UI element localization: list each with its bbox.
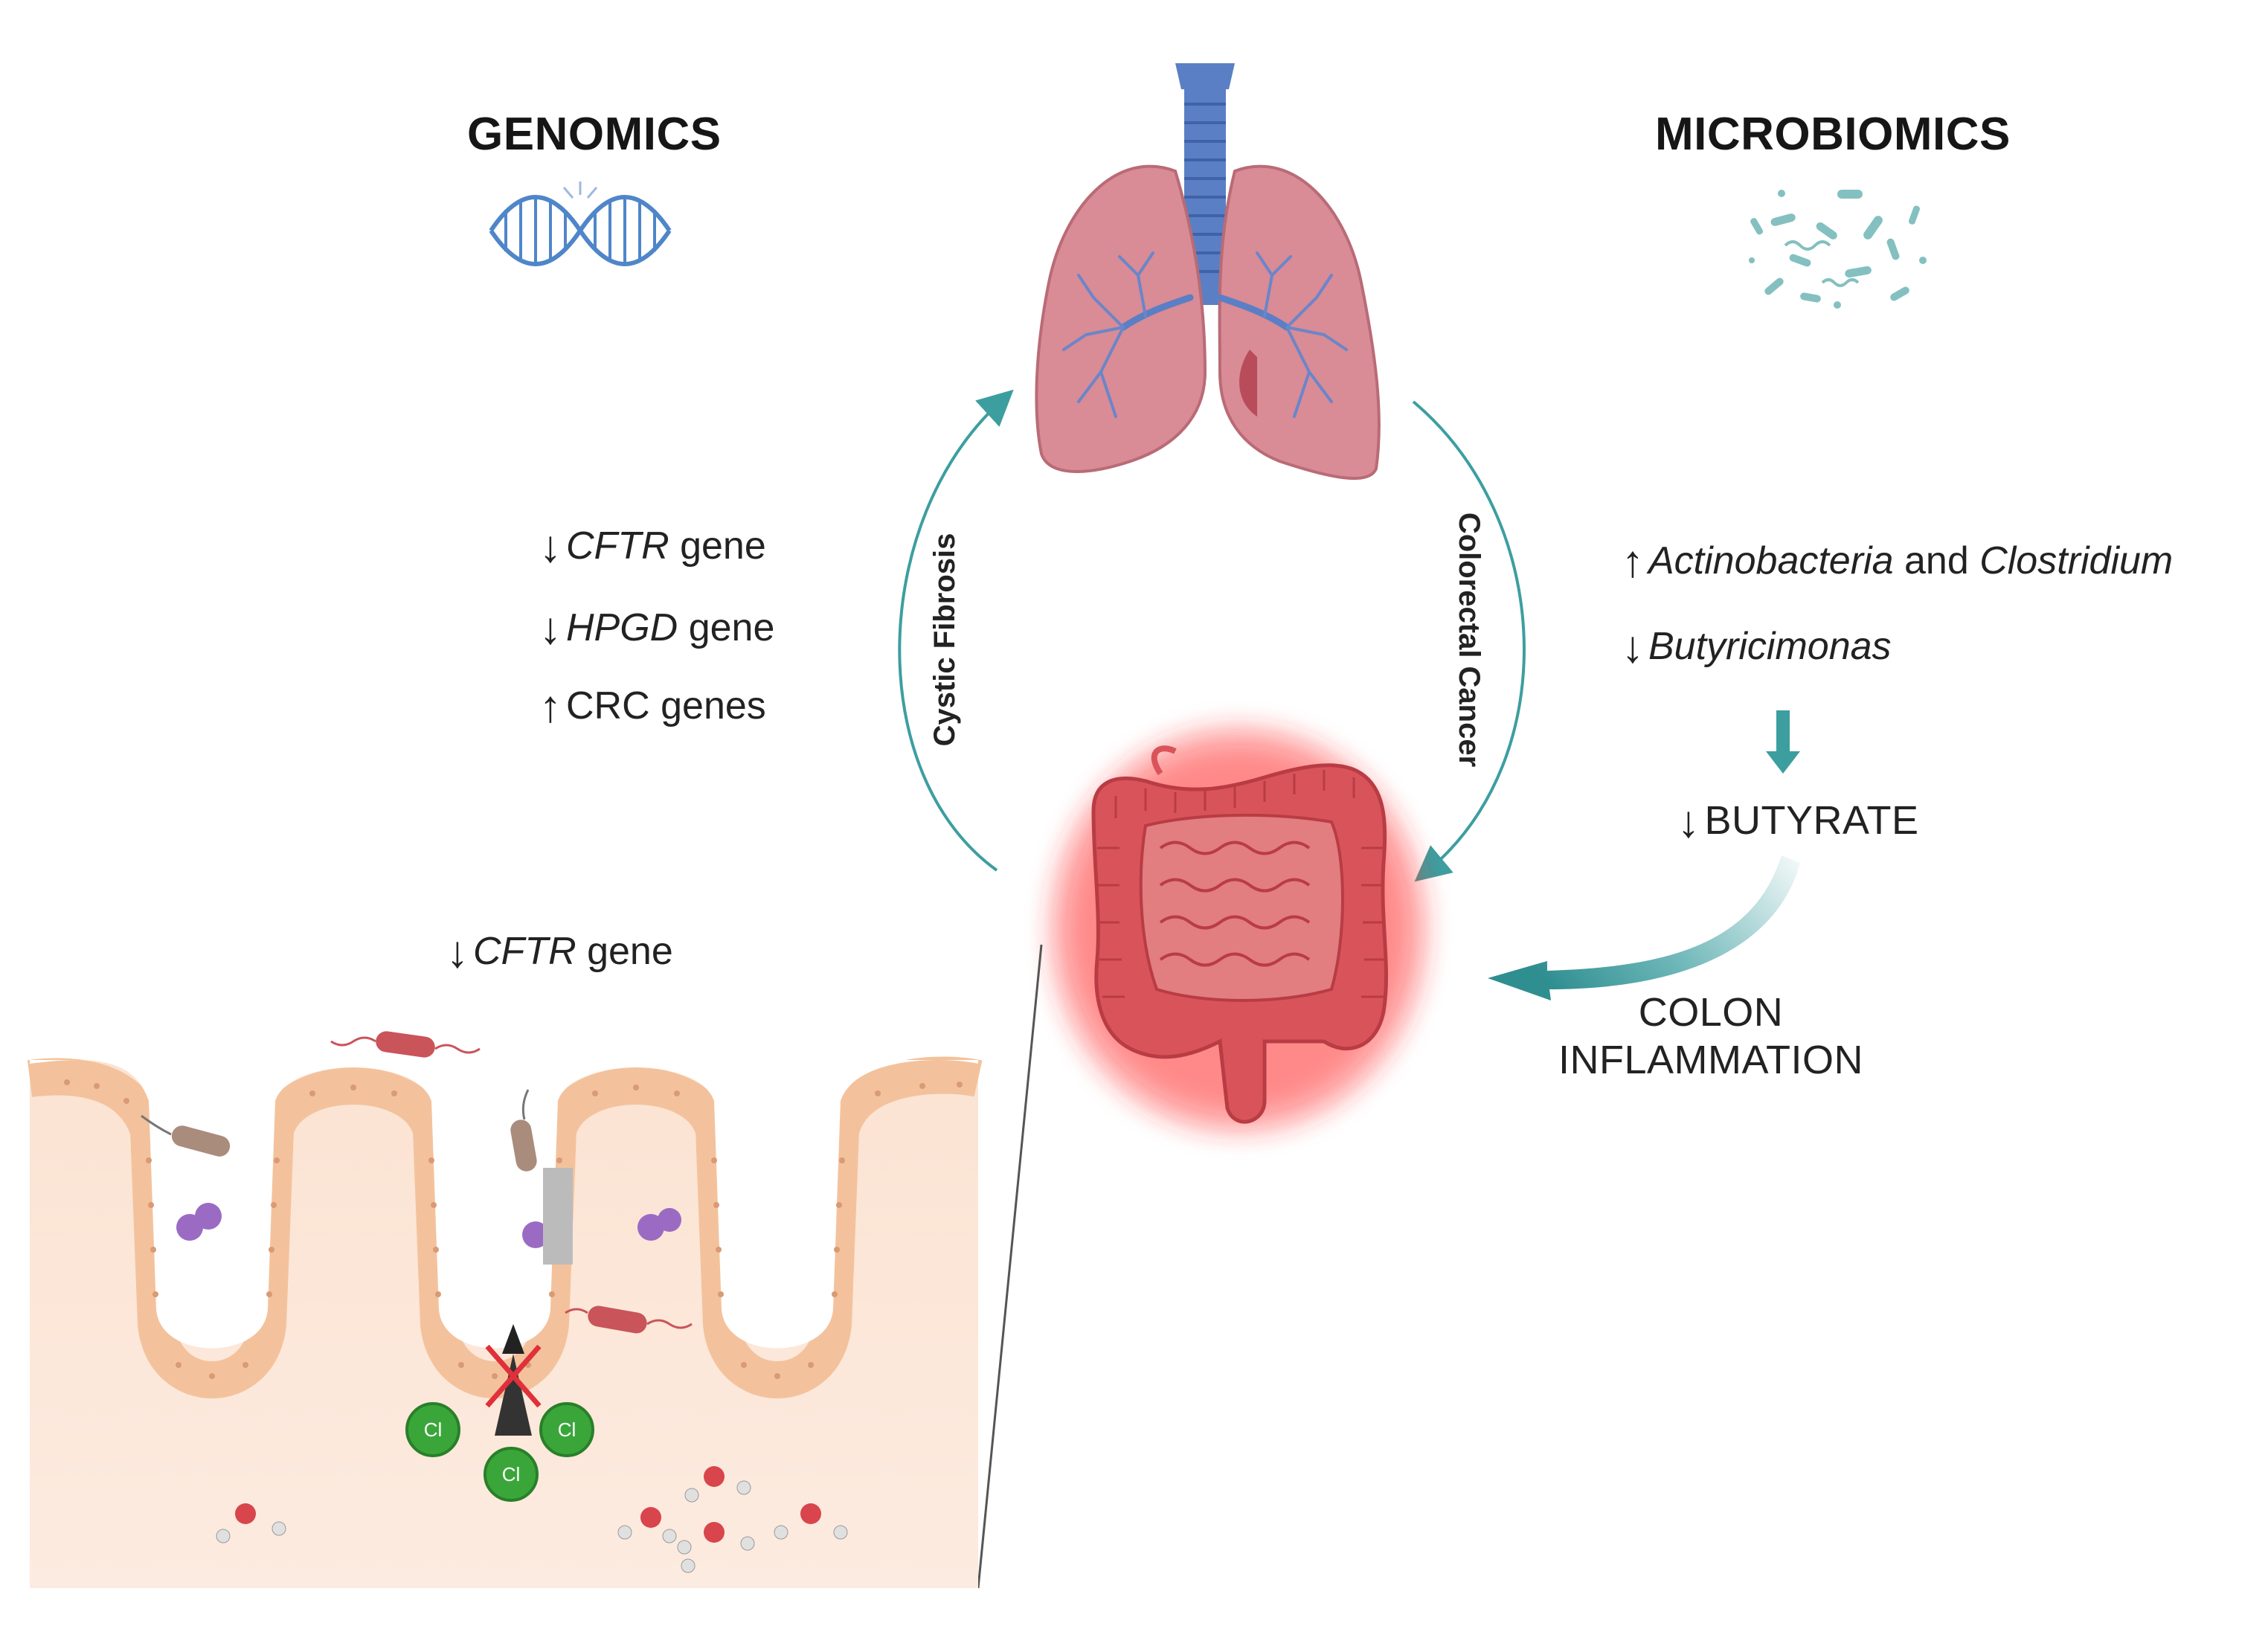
epithelium-band bbox=[27, 1056, 983, 1398]
cystic-fibrosis-label: Cystic Fibrosis bbox=[928, 533, 961, 747]
crypt-cftr-label: ↓CFTR gene bbox=[446, 927, 673, 977]
lumen-bacteria bbox=[141, 1031, 693, 1334]
genomics-item-hpgd: ↓HPGD gene bbox=[539, 603, 775, 653]
down-arrow-icon: ↓ bbox=[1622, 622, 1644, 672]
down-arrow-icon: ↓ bbox=[1677, 797, 1700, 846]
cystic-fibrosis-arc bbox=[898, 389, 1014, 872]
genomics-item-cftr: ↓CFTR gene bbox=[539, 521, 766, 571]
dna-icon bbox=[489, 181, 672, 266]
chloride-ion: Cl bbox=[539, 1402, 594, 1457]
up-arrow-icon: ↑ bbox=[1622, 536, 1644, 586]
down-arrow-icon: ↓ bbox=[539, 603, 562, 653]
microbiomics-item-actinobacteria: ↑Actinobacteria and Clostridium bbox=[1622, 536, 2174, 586]
chloride-ion: Cl bbox=[484, 1447, 539, 1502]
genomics-heading: GENOMICS bbox=[467, 109, 722, 160]
microbiomics-heading: MICROBIOMICS bbox=[1655, 109, 2011, 160]
inflammation-curved-arrow bbox=[1488, 855, 1800, 1000]
intestinal-crypt-panel bbox=[27, 1031, 983, 1588]
genomics-item-crc: ↑CRC genes bbox=[539, 681, 766, 731]
cycle-arrows bbox=[898, 389, 1526, 882]
chloride-ion: Cl bbox=[405, 1402, 460, 1457]
colorectal-cancer-arc bbox=[1412, 400, 1526, 882]
purple-clusters bbox=[176, 1203, 681, 1248]
up-arrow-icon: ↑ bbox=[539, 681, 562, 731]
microbiomics-item-butyricimonas: ↓Butyricimonas bbox=[1622, 622, 1892, 672]
butyrate-label: ↓BUTYRATE bbox=[1677, 797, 1919, 846]
tight-junction-block bbox=[543, 1168, 573, 1265]
lungs-illustration bbox=[1035, 63, 1381, 481]
down-arrow-icon: ↓ bbox=[446, 927, 469, 977]
zoom-connector-line bbox=[977, 944, 1043, 1589]
intestines-illustration bbox=[1045, 722, 1432, 1138]
down-arrow-icon: ↓ bbox=[539, 521, 562, 571]
butyrate-down-arrow bbox=[1766, 710, 1800, 774]
bacteria-cluster-icon bbox=[1749, 190, 1927, 309]
microbiome-flow-arrows bbox=[1488, 710, 1800, 1000]
water-molecules bbox=[216, 1466, 848, 1573]
colorectal-cancer-label: Colorectal Cancer bbox=[1453, 512, 1485, 768]
cftr-channel-blocked bbox=[485, 1324, 542, 1436]
colon-inflammation-label: COLON INFLAMMATION bbox=[1558, 990, 1863, 1082]
